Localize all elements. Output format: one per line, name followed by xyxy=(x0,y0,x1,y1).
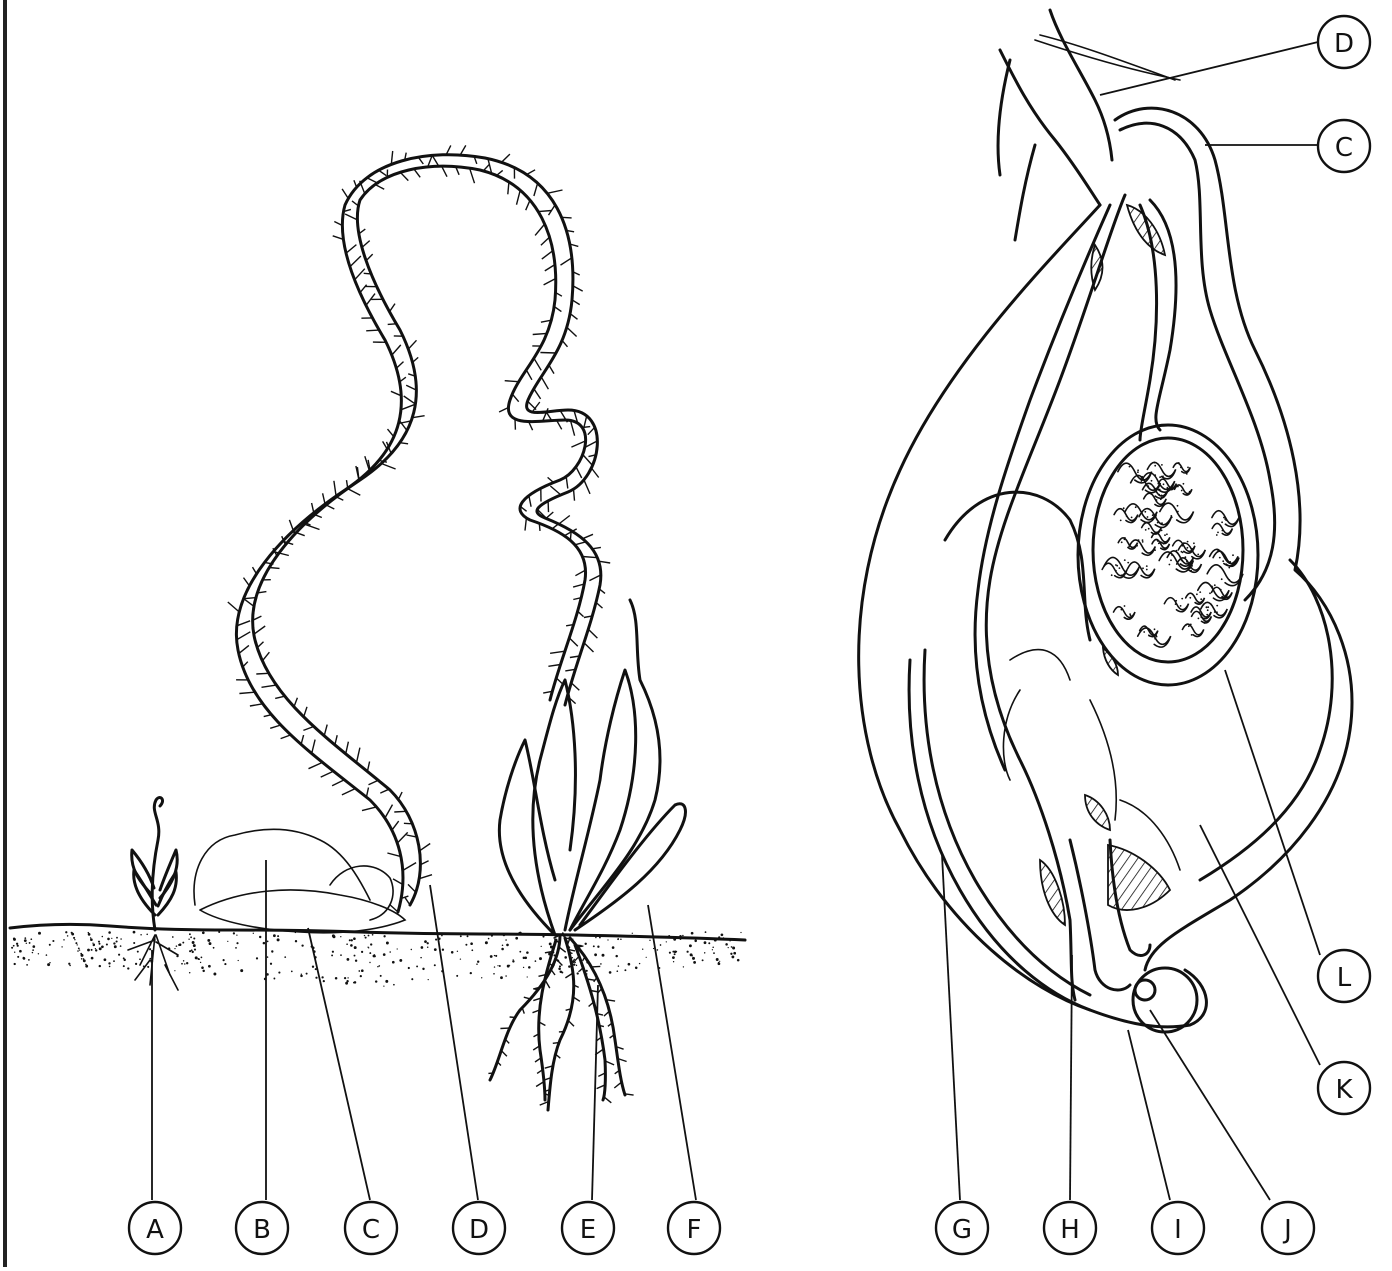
svg-text:H: H xyxy=(1060,1215,1080,1245)
svg-text:L: L xyxy=(1337,963,1352,993)
svg-text:G: G xyxy=(952,1215,972,1245)
seedling-small xyxy=(128,798,178,990)
label-f: F xyxy=(668,1202,720,1254)
svg-text:D: D xyxy=(1334,29,1354,59)
label-c: C xyxy=(345,1202,397,1254)
svg-text:D: D xyxy=(469,1215,489,1245)
svg-text:C: C xyxy=(1335,133,1353,163)
label-h: H xyxy=(1044,1202,1096,1254)
svg-text:F: F xyxy=(687,1215,702,1245)
label-g: G xyxy=(936,1202,988,1254)
outer-seed-coat xyxy=(859,205,1207,1027)
label-i: I xyxy=(1152,1202,1204,1254)
cotyledons xyxy=(194,829,405,933)
label-k: K xyxy=(1318,1062,1370,1114)
label-l: L xyxy=(1318,950,1370,1002)
svg-text:B: B xyxy=(253,1215,271,1245)
label-j: J xyxy=(1262,1202,1314,1254)
label-d: D xyxy=(453,1202,505,1254)
embryo-pattern xyxy=(1102,462,1243,647)
label-e: E xyxy=(562,1202,614,1254)
svg-text:I: I xyxy=(1174,1215,1182,1245)
stem-hairs xyxy=(228,145,610,912)
label-circles: A B C D E F G H I J K L D C xyxy=(129,16,1370,1254)
label-c-top: C xyxy=(1318,120,1370,172)
svg-text:J: J xyxy=(1282,1215,1292,1245)
seed-section xyxy=(859,10,1352,1032)
label-d-top: D xyxy=(1318,16,1370,68)
soil-stipple xyxy=(11,931,742,987)
germination-sequence xyxy=(10,145,745,1110)
svg-text:A: A xyxy=(146,1215,164,1245)
mature-seedling xyxy=(488,600,685,1110)
label-b: B xyxy=(236,1202,288,1254)
label-a: A xyxy=(129,1202,181,1254)
svg-text:C: C xyxy=(362,1215,380,1245)
soil-surface xyxy=(10,924,745,940)
svg-text:E: E xyxy=(580,1215,596,1245)
hairy-stem-inner xyxy=(236,155,600,912)
svg-text:K: K xyxy=(1335,1075,1353,1105)
